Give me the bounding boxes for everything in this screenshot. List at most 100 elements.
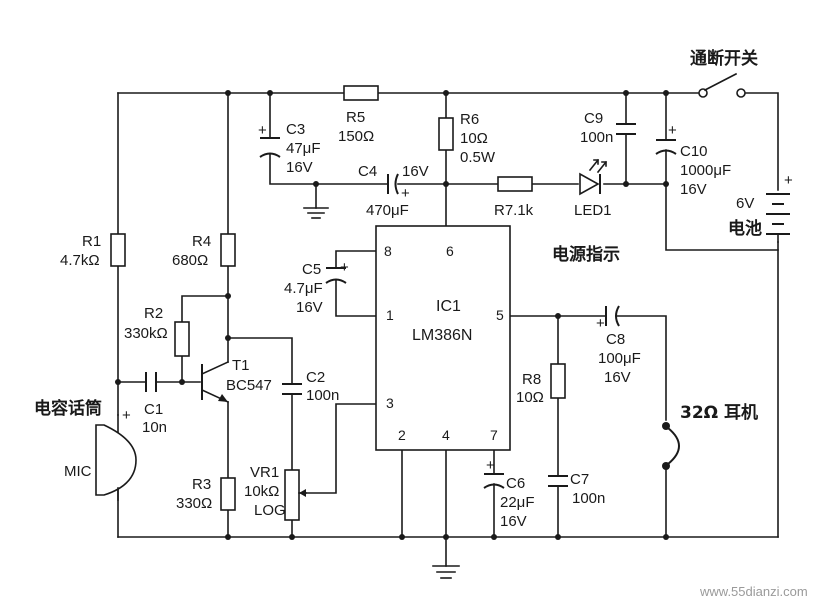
ic1-pin-7: 7 [490,427,498,443]
vr1-value: 10kΩ [244,483,279,500]
capacitor-c5: + C5 4.7μF 16V [284,259,349,316]
c4-ref: C4 [358,163,377,180]
resistor-r8: R8 10Ω [516,363,566,406]
capacitor-c6: + C6 22μF 16V [483,457,535,530]
c1-value: 10n [142,419,167,436]
resistor-r6: R6 10Ω 0.5W [438,111,496,166]
ic1-lm386n: IC1 LM386N 8 1 3 6 5 2 4 7 [375,225,511,451]
ic1-pin-2: 2 [398,427,406,443]
c4-voltage: 16V [402,163,429,180]
c9-value: 100n [580,129,613,146]
ground-symbol-bottom [432,565,460,579]
c6-value: 22μF [500,494,535,511]
c10-voltage: 16V [680,181,707,198]
transistor-t1: T1 BC547 [200,357,272,404]
r5-ref: R5 [346,109,365,126]
r3-value: 330Ω [176,495,212,512]
c2-ref: C2 [306,369,325,386]
c5-voltage: 16V [296,299,323,316]
ic1-ref: IC1 [436,298,461,315]
led1-ref: LED1 [574,202,612,219]
r6-value: 10Ω [460,130,488,147]
resistor-r3: R3 330Ω [176,476,236,512]
r1-value: 4.7kΩ [60,252,100,269]
ic1-pin-8: 8 [384,243,392,259]
resistor-r2: R2 330kΩ [124,305,190,357]
c1-ref: C1 [144,401,163,418]
r2-value: 330kΩ [124,325,168,342]
t1-ref: T1 [232,357,250,374]
capacitor-c9: C9 100n [580,110,636,146]
ic1-pin-6: 6 [446,243,454,259]
r7-ref: R7.1k [494,202,534,219]
capacitor-c1: C1 10n [142,372,167,436]
ic1-pin-4: 4 [442,427,450,443]
r4-value: 680Ω [172,252,208,269]
c3-value: 47μF [286,140,321,157]
r5-value: 150Ω [338,128,374,145]
watermark: www.55dianzi.com [699,584,808,599]
c7-ref: C7 [570,471,589,488]
c3-voltage: 16V [286,159,313,176]
ic1-pin-1: 1 [386,307,394,323]
resistor-r5: R5 150Ω [338,85,379,145]
resistor-r1: R1 4.7kΩ [60,233,126,269]
r8-ref: R8 [522,371,541,388]
power-switch: 通断开关 [690,48,758,98]
c6-ref: C6 [506,475,525,492]
r1-ref: R1 [82,233,101,250]
svg-text:+: + [340,259,349,276]
c10-ref: C10 [680,143,708,160]
capacitor-c3: + C3 47μF 16V [258,121,321,176]
t1-part: BC547 [226,377,272,394]
condenser-microphone: 电容话筒 + MIC [34,398,137,501]
c6-voltage: 16V [500,513,527,530]
ic1-pin-3: 3 [386,395,394,411]
junctions [115,90,669,540]
r3-ref: R3 [192,476,211,493]
ic1-part: LM386N [412,327,472,344]
svg-text:+: + [401,185,410,202]
capacitor-c8: + C8 100μF 16V [596,305,641,386]
c8-voltage: 16V [604,369,631,386]
r2-ref: R2 [144,305,163,322]
capacitor-c4: + C4 16V 470μF [358,163,429,219]
mic-plus: + [122,407,131,424]
r6-ref: R6 [460,111,479,128]
svg-text:+: + [596,315,605,332]
battery-voltage: 6V [736,195,754,212]
c8-ref: C8 [606,331,625,348]
resistor-r4: R4 680Ω [172,233,236,269]
battery-label: 电池 [728,218,762,239]
potentiometer-vr1: VR1 10kΩ LOG [244,464,307,521]
c2-value: 100n [306,387,339,404]
battery-plus: + [784,172,793,189]
capacitor-c10: + C10 1000μF 16V [655,122,731,198]
c8-value: 100μF [598,350,641,367]
battery: + 6V 电池 [728,172,793,243]
svg-text:+: + [668,122,677,139]
c9-ref: C9 [584,110,603,127]
mic-label: MIC [64,463,92,480]
vr1-ref: VR1 [250,464,279,481]
power-indicator-label: 电源指示 [552,244,620,265]
c5-value: 4.7μF [284,280,323,297]
c10-value: 1000μF [680,162,731,179]
capacitor-c7: C7 100n [548,471,605,507]
c3-ref: C3 [286,121,305,138]
earphone-label: 32Ω 耳机 [680,402,758,423]
capacitor-c2: C2 100n [282,369,339,404]
mic-label-cn: 电容话筒 [34,398,102,419]
r6-power: 0.5W [460,149,496,166]
vr1-taper: LOG [254,502,286,519]
earphone: 32Ω 耳机 [662,402,758,470]
svg-text:+: + [486,457,495,474]
resistor-r7: R7.1k [494,176,534,219]
r4-ref: R4 [192,233,211,250]
c5-ref: C5 [302,261,321,278]
ic1-pin-5: 5 [496,307,504,323]
switch-label: 通断开关 [690,48,758,69]
r8-value: 10Ω [516,389,544,406]
ground-symbol-top [303,207,329,219]
